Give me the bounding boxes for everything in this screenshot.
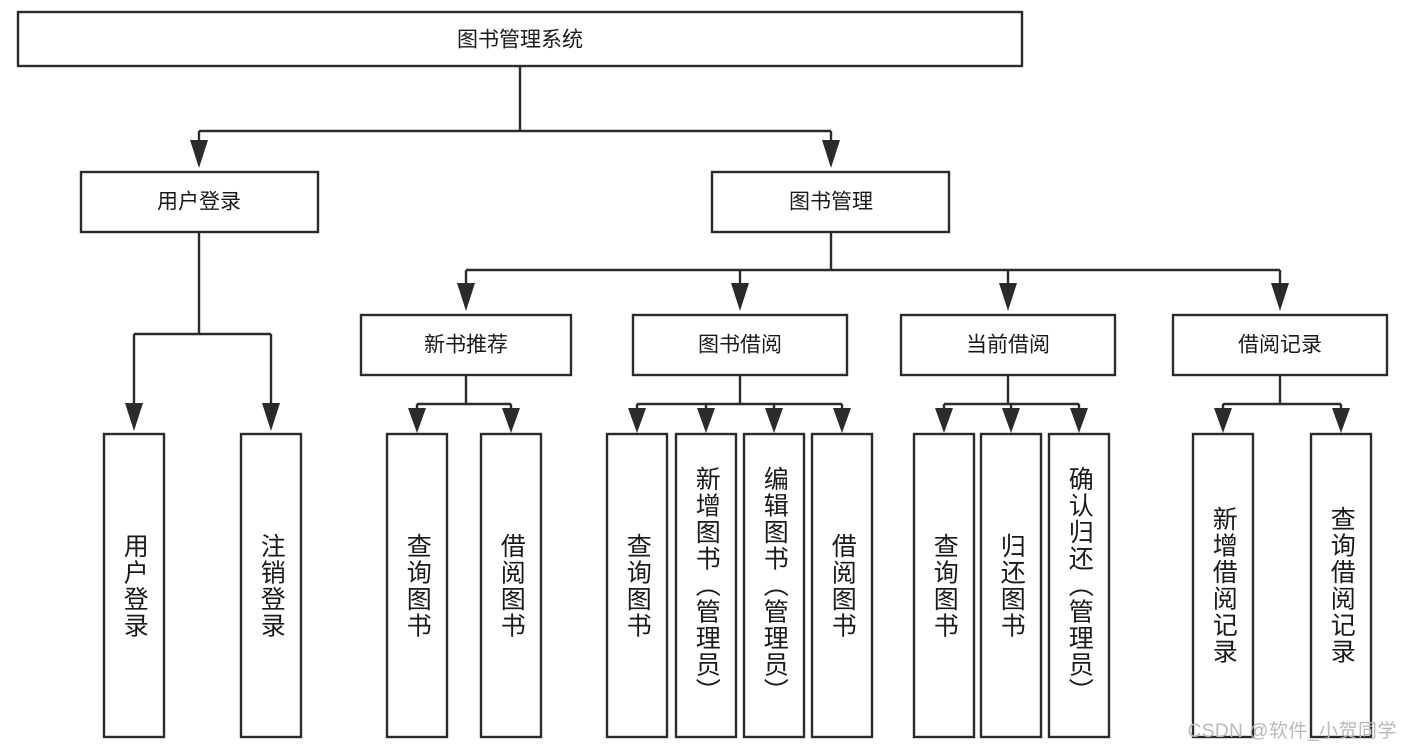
leaf-box-nb-query-book[interactable] bbox=[385, 432, 449, 739]
node-box-root[interactable] bbox=[16, 10, 1024, 68]
leaf-box-bb-query-book[interactable] bbox=[605, 432, 669, 739]
node-label-current-borrow: 当前借阅 bbox=[966, 334, 1050, 357]
arrow-icon-new-book bbox=[457, 283, 475, 311]
arrow-icon-user-login bbox=[190, 140, 208, 168]
leaf-box-br-add-record[interactable] bbox=[1191, 432, 1255, 739]
node-label-user-login: 用户登录 bbox=[157, 191, 241, 214]
leaf-box-bb-add-book[interactable] bbox=[674, 432, 738, 739]
arrow-icon-leaf-logout bbox=[262, 403, 280, 431]
node-box-borrow-record[interactable] bbox=[1171, 313, 1389, 377]
watermark-text: CSDN @软件_小贺同学 bbox=[1187, 721, 1397, 742]
arrow-icon-bb-leaf-1 bbox=[628, 408, 646, 433]
leaf-box-bb-borrow-book[interactable] bbox=[810, 432, 874, 739]
leaf-box-cb-confirm-return[interactable] bbox=[1047, 432, 1111, 739]
node-label-book-borrow: 图书借阅 bbox=[698, 334, 782, 357]
arrow-icon-book-manage bbox=[822, 140, 840, 168]
arrow-icon-br-leaf-1 bbox=[1214, 408, 1232, 433]
arrow-icon-book-borrow bbox=[731, 283, 749, 311]
arrow-icon-br-leaf-2 bbox=[1332, 408, 1350, 433]
leaf-box-nb-borrow-book[interactable] bbox=[479, 432, 543, 739]
node-label-root: 图书管理系统 bbox=[457, 29, 583, 52]
arrow-icon-bb-leaf-3 bbox=[765, 408, 783, 433]
node-label-book-manage: 图书管理 bbox=[789, 191, 873, 214]
arrow-icon-leaf-user-login bbox=[125, 403, 143, 431]
arrow-icon-cb-leaf-1 bbox=[935, 408, 953, 433]
leaf-box-bb-edit-book[interactable] bbox=[742, 432, 806, 739]
arrow-icon-borrow-record bbox=[1271, 283, 1289, 311]
leaf-box-logout[interactable] bbox=[239, 432, 303, 739]
arrow-icon-nb-leaf-2 bbox=[502, 408, 520, 433]
arrow-icon-bb-leaf-4 bbox=[833, 408, 851, 433]
arrow-icon-cb-leaf-2 bbox=[1002, 408, 1020, 433]
arrow-icon-bb-leaf-2 bbox=[697, 408, 715, 433]
node-label-borrow-record: 借阅记录 bbox=[1238, 334, 1322, 357]
leaf-box-cb-return-book[interactable] bbox=[979, 432, 1043, 739]
node-box-book-borrow[interactable] bbox=[631, 313, 849, 377]
arrow-icon-current-borrow bbox=[999, 283, 1017, 311]
node-label-new-book-recommend: 新书推荐 bbox=[424, 334, 508, 357]
leaf-box-cb-query-book[interactable] bbox=[912, 432, 976, 739]
arrow-icon-nb-leaf-1 bbox=[408, 408, 426, 433]
leaf-box-br-query-record[interactable] bbox=[1309, 432, 1373, 739]
node-box-new-book-recommend[interactable] bbox=[359, 313, 573, 377]
node-box-current-borrow[interactable] bbox=[899, 313, 1117, 377]
leaf-box-user-login[interactable] bbox=[102, 432, 166, 739]
arrow-icon-cb-leaf-3 bbox=[1070, 408, 1088, 433]
node-box-book-manage[interactable] bbox=[710, 170, 951, 234]
